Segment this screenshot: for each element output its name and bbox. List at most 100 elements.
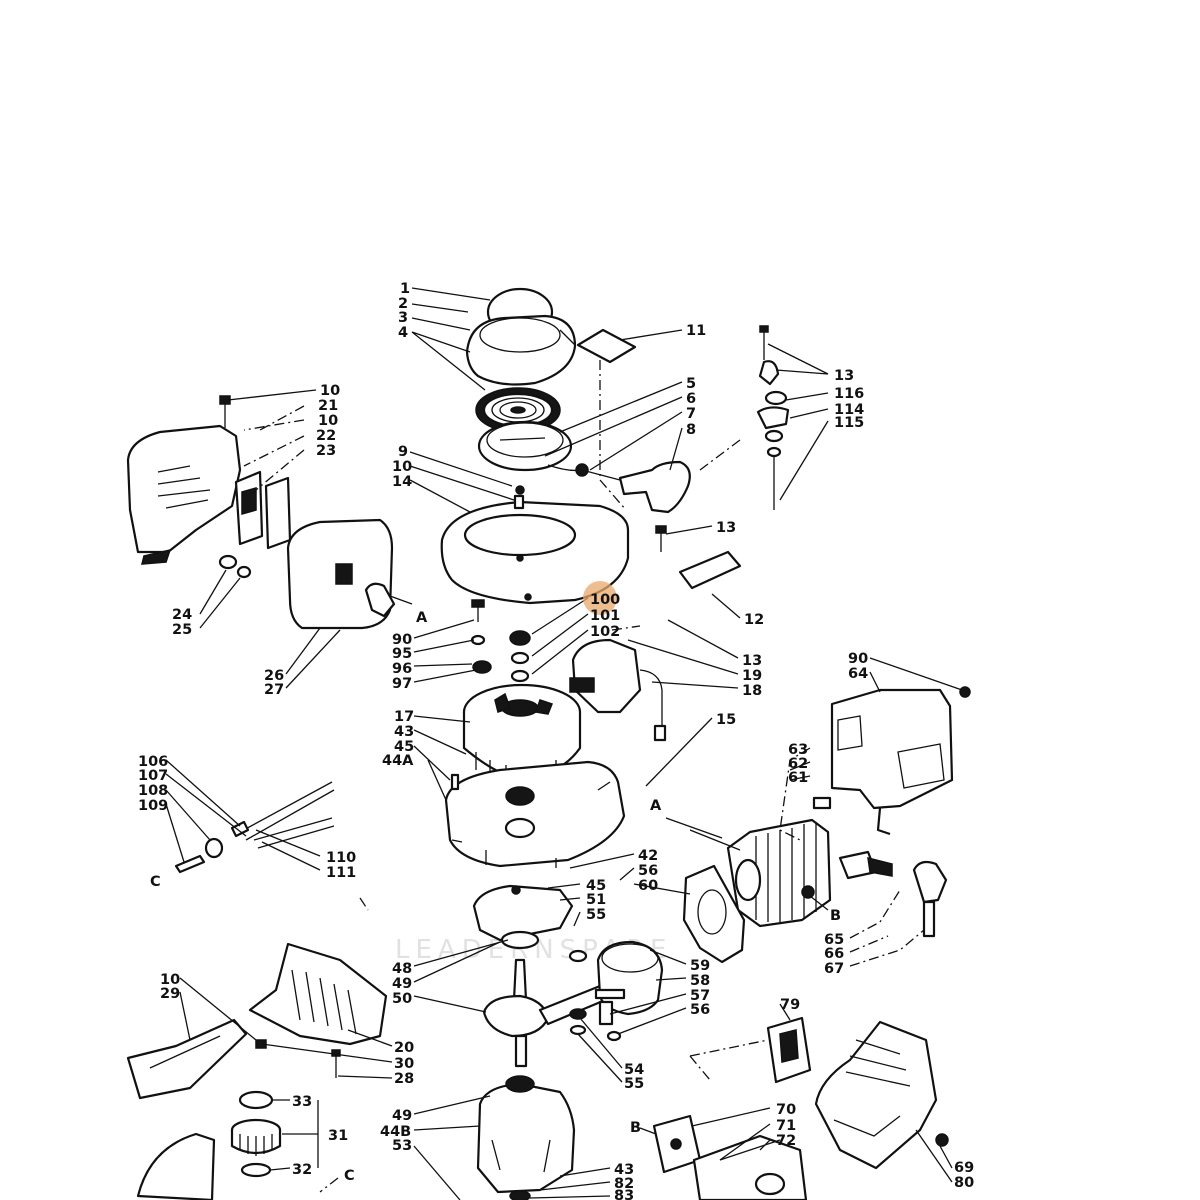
label-15: 15	[716, 712, 736, 728]
label-114: 114	[834, 402, 864, 418]
label-9: 9	[398, 444, 408, 460]
label-43-b: 43	[614, 1162, 634, 1178]
label-plate-11	[576, 328, 637, 364]
label-66: 66	[824, 946, 844, 962]
label-57: 57	[690, 988, 710, 1004]
label-54: 54	[624, 1062, 644, 1078]
label-A-1: A	[416, 610, 428, 626]
label-69: 69	[954, 1160, 974, 1176]
label-83: 83	[614, 1188, 634, 1200]
label-60: 60	[638, 878, 658, 894]
label-110: 110	[326, 850, 356, 866]
label-2: 2	[398, 296, 408, 312]
label-96: 96	[392, 661, 412, 677]
plug-cap	[912, 860, 948, 938]
label-29: 29	[160, 986, 180, 1002]
label-4: 4	[398, 325, 408, 341]
label-59: 59	[690, 958, 710, 974]
label-24: 24	[172, 607, 192, 623]
label-65: 65	[824, 932, 844, 948]
muffler-cover	[126, 424, 242, 565]
label-55-b: 55	[624, 1076, 644, 1092]
label-45-a: 45	[394, 739, 414, 755]
label-102: 102	[590, 624, 620, 640]
label-49-b: 49	[392, 1108, 412, 1124]
fuel-tube-set	[174, 781, 335, 874]
label-32: 32	[292, 1162, 312, 1178]
label-58: 58	[690, 973, 710, 989]
gasket-51	[472, 884, 574, 942]
label-82: 82	[614, 1176, 634, 1192]
label-C-2: C	[344, 1168, 355, 1184]
label-10-a: 10	[320, 383, 340, 399]
label-49-a: 49	[392, 976, 412, 992]
label-13-a: 13	[834, 368, 854, 384]
label-48: 48	[392, 961, 412, 977]
label-64: 64	[848, 666, 868, 682]
label-109: 109	[138, 798, 168, 814]
starter-rope	[547, 463, 621, 481]
label-17: 17	[394, 709, 414, 725]
recoil-housing	[465, 314, 577, 386]
label-72: 72	[776, 1133, 796, 1149]
bolt-13	[655, 525, 667, 552]
label-21: 21	[318, 398, 338, 414]
cap-seal-33	[238, 1090, 274, 1110]
label-19: 19	[742, 668, 762, 684]
air-cleaner-cover	[814, 1020, 949, 1170]
fuel-cap-31	[230, 1118, 282, 1156]
label-10-c: 10	[392, 459, 412, 475]
label-80: 80	[954, 1175, 974, 1191]
crankcase-lower	[476, 1075, 576, 1200]
piston-pin	[598, 1000, 614, 1026]
muffler-nut	[218, 554, 252, 579]
muffler-screw	[219, 395, 231, 428]
bracket-20	[248, 942, 388, 1046]
label-70: 70	[776, 1102, 796, 1118]
label-101: 101	[590, 608, 620, 624]
label-61: 61	[788, 770, 808, 786]
label-50: 50	[392, 991, 412, 1007]
label-90-b: 90	[848, 651, 868, 667]
long-bolts	[665, 796, 832, 851]
label-28: 28	[394, 1071, 414, 1087]
screw-90	[471, 599, 485, 622]
label-12: 12	[744, 612, 764, 628]
label-115: 115	[834, 415, 864, 431]
label-106: 106	[138, 754, 168, 770]
label-100: 100	[590, 592, 620, 608]
starter-pulley	[477, 420, 573, 472]
engine-cover	[830, 686, 971, 836]
ignition-coil	[569, 638, 667, 742]
label-10-b: 10	[318, 413, 338, 429]
label-20: 20	[394, 1040, 414, 1056]
label-63: 63	[788, 742, 808, 758]
muffler-gasket	[234, 470, 292, 550]
label-23: 23	[316, 443, 336, 459]
screw-30	[255, 1039, 341, 1078]
label-6: 6	[686, 391, 696, 407]
label-111: 111	[326, 865, 356, 881]
label-43-a: 43	[394, 724, 414, 740]
fan-housing	[440, 485, 630, 605]
cylinder-gasket	[682, 864, 746, 964]
label-56-a: 56	[638, 863, 658, 879]
label-11: 11	[686, 323, 706, 339]
label-71: 71	[776, 1118, 796, 1134]
label-31: 31	[328, 1128, 348, 1144]
washer-stack	[470, 630, 531, 683]
label-116: 116	[834, 386, 864, 402]
label-8: 8	[686, 422, 696, 438]
label-26: 26	[264, 668, 284, 684]
label-62: 62	[788, 756, 808, 772]
label-B-1: B	[830, 908, 841, 924]
strap-29	[126, 1018, 248, 1100]
label-51: 51	[586, 892, 606, 908]
label-107: 107	[138, 768, 168, 784]
label-25: 25	[172, 622, 192, 638]
label-plate-12	[678, 550, 742, 590]
crankcase-half	[444, 760, 626, 868]
label-13-b: 13	[716, 520, 736, 536]
label-1: 1	[400, 281, 410, 297]
